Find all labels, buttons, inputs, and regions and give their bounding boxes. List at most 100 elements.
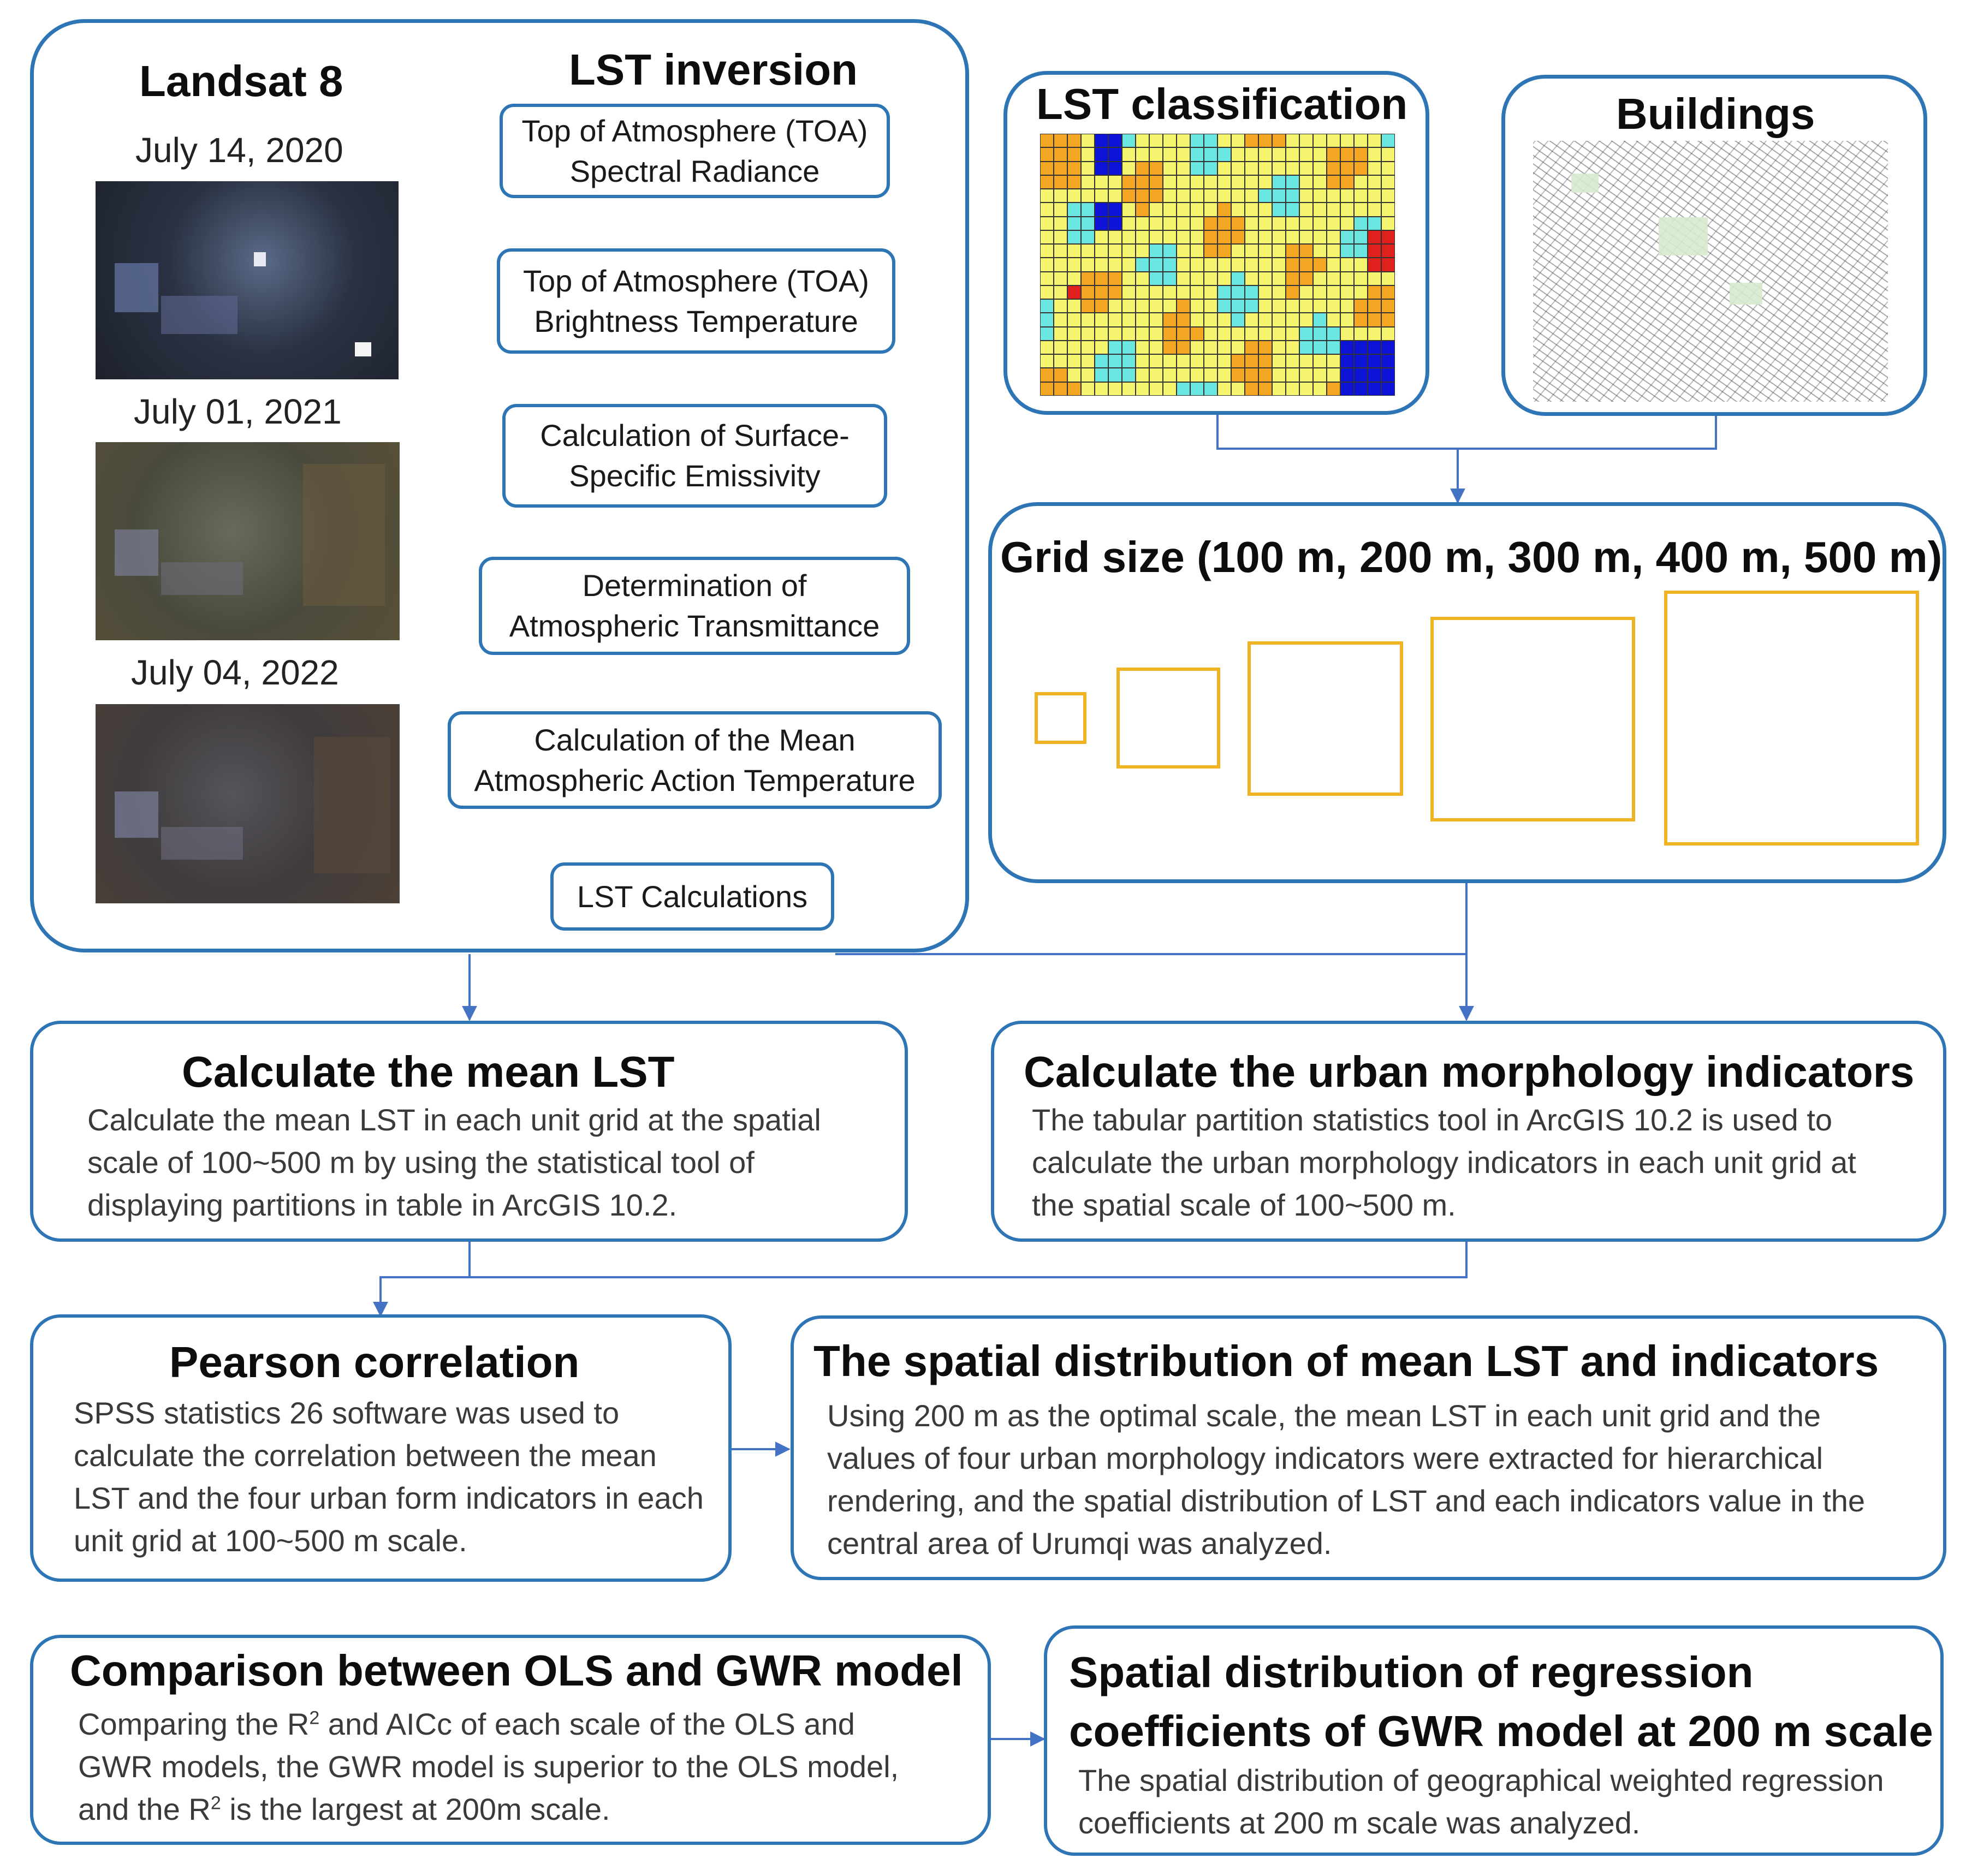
lst-cell [1095,203,1108,217]
lst-cell [1327,203,1340,217]
lst-cell [1149,313,1163,327]
lst-cell [1217,354,1231,368]
lst-cell [1272,326,1286,341]
lst-cell [1054,382,1067,396]
lst-cell [1095,134,1108,148]
lst-cell [1217,203,1231,217]
lst-cell [1368,189,1381,203]
lst-cell [1286,230,1299,245]
lst-cell [1217,258,1231,272]
date-2022: July 04, 2022 [131,653,339,692]
lst-cell [1204,189,1217,203]
lst-cell [1149,230,1163,245]
lst-cell [1054,258,1067,272]
lst-cell [1081,258,1095,272]
lst-cell [1081,175,1095,189]
lst-cell [1272,271,1286,285]
lst-cell [1368,326,1381,341]
text-line: coefficients at 200 m scale was analyzed… [1078,1806,1641,1840]
lst-cell [1190,147,1204,162]
lst-cell [1122,147,1136,162]
lst-cell [1054,271,1067,285]
lst-cell [1272,216,1286,230]
lst-cell [1081,299,1095,313]
lst-cell [1177,271,1190,285]
lst-cell [1368,134,1381,148]
pearson-correlation-text: SPSS statistics 26 software was used to … [74,1392,704,1562]
text-line: displaying partitions in table in ArcGIS… [87,1188,678,1222]
lst-cell [1272,203,1286,217]
lst-cell [1286,285,1299,300]
lst-cell [1122,299,1136,313]
lst-cell [1381,271,1395,285]
lst-cell [1368,368,1381,382]
lst-cell [1381,258,1395,272]
lst-cell [1040,354,1054,368]
lst-cell [1286,313,1299,327]
lst-cell [1177,285,1190,300]
step-line: Spectral Radiance [569,153,820,188]
lst-cell [1340,299,1354,313]
text-line: the spatial scale of 100~500 m. [1032,1188,1456,1222]
lst-cell [1149,203,1163,217]
lst-cell [1231,216,1245,230]
lst-cell [1258,313,1272,327]
lst-cell [1231,230,1245,245]
lst-cell [1136,382,1149,396]
lst-cell [1231,244,1245,258]
lst-cell [1381,354,1395,368]
lst-cell [1299,299,1313,313]
lst-cell [1177,175,1190,189]
lst-cell [1190,326,1204,341]
lst-cell [1190,134,1204,148]
lst-cell [1163,326,1177,341]
lst-cell [1040,368,1054,382]
lst-cell [1163,258,1177,272]
image-detail [161,296,237,334]
lst-cell [1095,216,1108,230]
lst-cell [1286,382,1299,396]
lst-cell [1081,189,1095,203]
image-detail [161,827,243,860]
text-line: rendering, and the spatial distribution … [827,1484,1866,1518]
lst-cell [1299,147,1313,162]
lst-cell [1340,134,1354,148]
lst-cell [1204,134,1217,148]
lst-cell [1272,134,1286,148]
lst-cell [1190,175,1204,189]
lst-cell [1313,382,1327,396]
grid-size-title: Grid size (100 m, 200 m, 300 m, 400 m, 5… [1000,533,1943,581]
lst-cell [1190,354,1204,368]
grid-square-500m [1664,591,1919,845]
step-line: Top of Atmosphere (TOA) [521,113,868,148]
lst-cell [1122,189,1136,203]
lst-cell [1354,203,1368,217]
lst-cell [1368,203,1381,217]
lst-cell [1231,340,1245,355]
lst-cell [1122,258,1136,272]
lst-cell [1095,340,1108,355]
lst-cell [1177,134,1190,148]
lst-cell [1177,382,1190,396]
lst-cell [1286,244,1299,258]
lst-cell [1054,134,1067,148]
lst-cell [1095,368,1108,382]
lst-cell [1313,175,1327,189]
lst-cell [1231,368,1245,382]
lst-cell [1108,244,1122,258]
lst-cell [1217,216,1231,230]
lst-cell [1067,147,1081,162]
step-line: Brightness Temperature [534,303,858,338]
lst-cell [1313,271,1327,285]
lst-cell [1354,216,1368,230]
lst-cell [1163,203,1177,217]
lst-cell [1067,161,1081,175]
lst-cell [1204,299,1217,313]
lst-cell [1136,258,1149,272]
lst-cell [1067,354,1081,368]
lst-cell [1081,203,1095,217]
lst-cell [1231,313,1245,327]
lst-cell [1286,203,1299,217]
lst-cell [1163,189,1177,203]
